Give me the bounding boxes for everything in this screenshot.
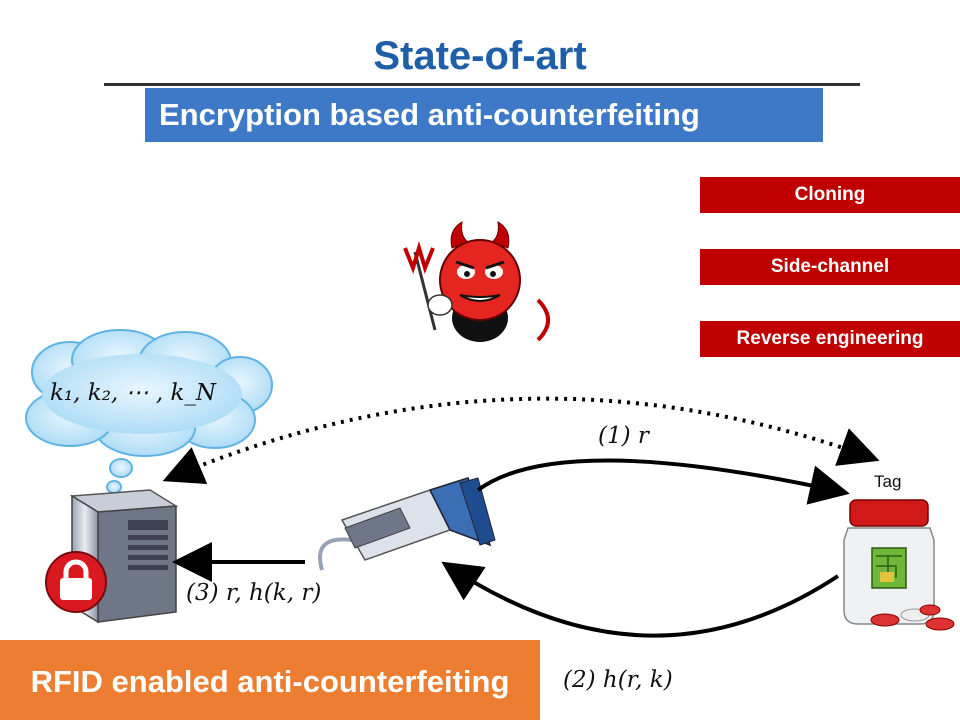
- attack-cloning-badge: Cloning: [700, 177, 960, 213]
- pill-bottle-tag-icon: [843, 499, 955, 631]
- devil-icon: [403, 221, 550, 342]
- server-icon: [69, 489, 179, 624]
- step-2-label: (2) h(r, k): [563, 667, 673, 693]
- thought-cloud: [25, 329, 273, 494]
- lock-icon: [45, 551, 107, 613]
- rfid-reader-icon: [318, 477, 496, 571]
- attack-reverse-engineering-badge: Reverse engineering: [700, 321, 960, 357]
- step-1-label: (1) r: [598, 423, 649, 449]
- attack-side-channel-badge: Side-channel: [700, 249, 960, 285]
- footer-label: RFID enabled anti-counterfeiting: [0, 640, 540, 720]
- section-heading: Encryption based anti-counterfeiting: [145, 88, 823, 142]
- page-title: State-of-art: [373, 34, 587, 78]
- tag-label: Tag: [874, 472, 902, 491]
- step-3-label: (3) r, h(k, r): [186, 580, 322, 606]
- attack-eavesdrop-arrow: [162, 396, 880, 484]
- cloud-keys-label: k₁, k₂, ⋯ , k_N: [50, 380, 217, 406]
- arrow-challenge: [476, 458, 850, 505]
- title-divider: [104, 83, 860, 86]
- arrow-response: [441, 561, 840, 638]
